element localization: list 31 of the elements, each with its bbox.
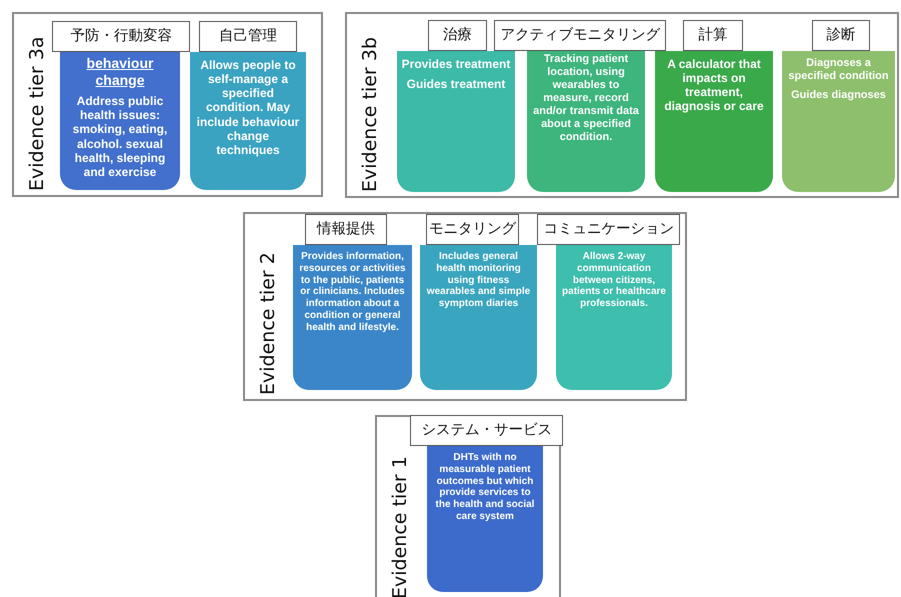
tier-panel (345, 12, 899, 198)
tier-panel (375, 415, 561, 597)
description-text: behaviour change (86, 55, 154, 88)
category-label: 予防・行動変容 (52, 21, 190, 52)
tier-title: Evidence tier 3b (359, 37, 381, 192)
description-text: Guides treatment (406, 77, 506, 92)
tier-title: Evidence tier 3a (26, 36, 48, 191)
description-text: Diagnoses a specified condition (787, 57, 890, 83)
category-label: 計算 (683, 20, 743, 51)
description-text: DHTs with no measurable patient outcomes but which provide services to the health and social care system (434, 452, 536, 523)
description-text: Includes general health monitoring using fitness wearables and simple symptom diaries (426, 251, 532, 310)
category-label: 自己管理 (199, 21, 297, 52)
description-text: Guides diagnoses (790, 88, 887, 102)
tier-panel (243, 212, 687, 401)
category-label: コミュニケーション (537, 214, 680, 245)
description-text: Allows people to self-manage a specified condition. May include behaviour change techniques (196, 58, 300, 158)
tier-title: Evidence tier 1 (389, 456, 411, 597)
description-text: Provides information, resources or activities to the public, patients or clinicians. Includes information about a condition or general health and lifestyle. (298, 251, 407, 334)
category-label: 情報提供 (305, 214, 387, 245)
description-text: Allows 2-way communication between citizens, patients or healthcare professionals. (561, 251, 667, 310)
description-text: Tracking patient location, using wearables to measure, record and/or transmit data about a specified condition. (532, 53, 640, 144)
tier-panel (12, 12, 323, 197)
category-label: モニタリング (426, 214, 519, 245)
category-label: 治療 (428, 20, 487, 51)
description-text: Address public health issues: smoking, eating, alcohol. sexual health, sleeping and exercise (72, 94, 168, 179)
description-text: A calculator that impacts on treatment, diagnosis or care (663, 57, 765, 114)
category-label: システム・サービス (410, 415, 563, 446)
tier-title: Evidence tier 2 (257, 252, 279, 395)
description-text: Provides treatment (401, 57, 511, 72)
category-label: 診断 (812, 20, 870, 51)
category-label: アクティブモニタリング (494, 20, 666, 51)
